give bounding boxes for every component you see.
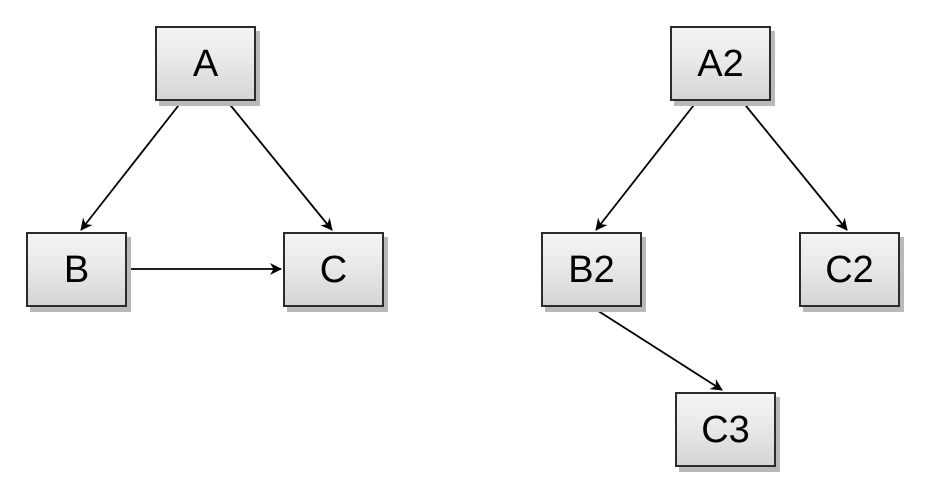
node-B2: B2 xyxy=(541,232,642,307)
node-C3-label: C3 xyxy=(701,408,750,451)
node-A-label: A xyxy=(192,42,219,85)
node-C2: C2 xyxy=(799,232,900,307)
edge-A-C xyxy=(226,100,333,231)
edge-A-B xyxy=(80,100,183,231)
node-B2-label: B2 xyxy=(568,248,615,291)
node-C3: C3 xyxy=(675,392,776,467)
node-C2-label: C2 xyxy=(825,248,874,291)
edge-A2-B2 xyxy=(595,100,698,231)
node-C: C xyxy=(283,232,384,307)
node-A2-label: A2 xyxy=(697,42,744,85)
edge-A2-C2 xyxy=(741,100,848,231)
node-C-label: C xyxy=(319,248,348,291)
edge-B2-C3 xyxy=(591,306,723,391)
node-A: A xyxy=(155,26,256,101)
node-B-label: B xyxy=(63,248,90,291)
node-A2: A2 xyxy=(670,26,771,101)
node-B: B xyxy=(26,232,127,307)
